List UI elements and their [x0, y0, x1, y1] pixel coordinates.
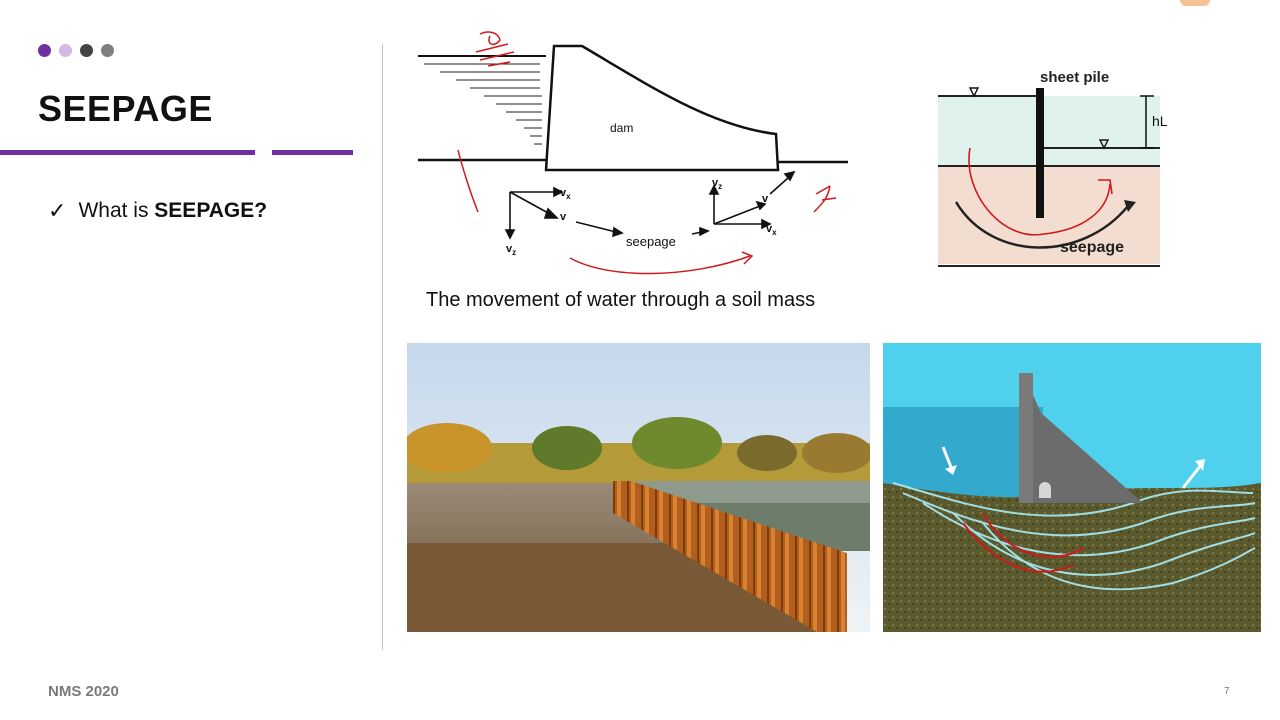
v-label-left: v [560, 211, 567, 223]
sheet-pile-diagram: hL sheet pile seepage [938, 69, 1168, 267]
water-area [938, 96, 1160, 166]
checkmark-icon: ✓ [48, 198, 67, 223]
seepage-label-sheetpile: seepage [1060, 239, 1124, 256]
vz-label-right: vz [712, 177, 722, 191]
dam-label: dam [610, 121, 633, 135]
soil-area [938, 166, 1160, 264]
title-underline-right [272, 150, 353, 155]
dam-seepage-illustration [883, 343, 1261, 632]
footer-label: NMS 2020 [48, 683, 119, 700]
bullet-text: What is SEEPAGE? [78, 199, 267, 223]
vx-label-left: vx [560, 187, 571, 201]
page-number: 7 [1224, 686, 1230, 697]
seepage-label-dam: seepage [626, 234, 676, 249]
bullet-bold: SEEPAGE? [154, 199, 268, 222]
bullet-prefix: What is [78, 199, 155, 222]
bullet-item: ✓ What is SEEPAGE? [48, 198, 267, 224]
vz-label-left: vz [506, 243, 516, 257]
caption: The movement of water through a soil mas… [426, 289, 816, 311]
slide-title: SEEPAGE [38, 88, 213, 129]
dot-purple [38, 44, 51, 57]
dam-shape [544, 44, 780, 172]
column-divider [382, 44, 383, 650]
sheet-pile-title: sheet pile [1040, 69, 1109, 86]
dot-light-purple [59, 44, 72, 57]
sheet-pile [1036, 88, 1044, 218]
v-label-right: v [762, 193, 769, 205]
corner-decoration [1180, 0, 1210, 6]
dot-gray [101, 44, 114, 57]
title-underline-left [0, 150, 255, 155]
red-flow-annotation [968, 147, 1111, 236]
header-dots [38, 44, 114, 57]
dot-dark [80, 44, 93, 57]
sheet-pile-photo [407, 343, 870, 632]
vx-label-right: vx [766, 223, 777, 237]
dam-body [1019, 373, 1143, 503]
head-label: hL [1152, 113, 1168, 129]
red-annotations [457, 31, 837, 275]
dam-seepage-diagram: dam vx vz v seepage vz v vx [418, 31, 848, 275]
